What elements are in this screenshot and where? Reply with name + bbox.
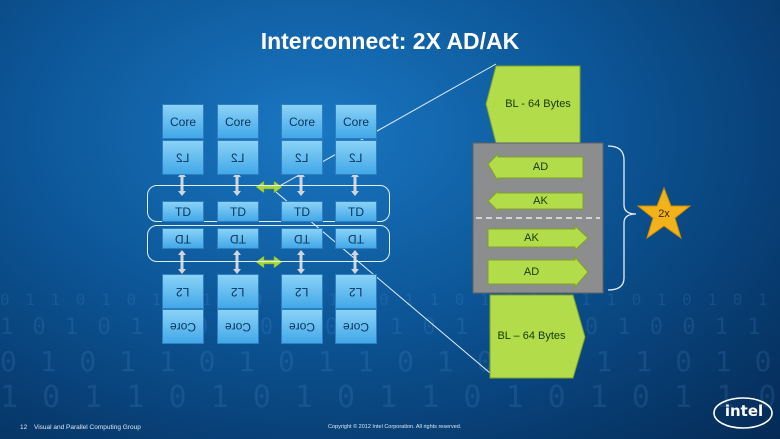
binary-background: 1 0 1 0 1 1 0 1 0 1 0 1 1 0 1 0 1 1 0 1 … [0, 315, 780, 340]
td-label: TD [348, 231, 364, 246]
core-block: Core [281, 309, 323, 344]
intel-logo: intel [724, 402, 764, 420]
star-label: 2x [658, 208, 670, 220]
td-label: TD [230, 231, 246, 246]
l2-label: L2 [349, 284, 363, 299]
core-block: Core [217, 104, 259, 139]
core-label: Core [342, 319, 369, 334]
binary-background: 0 1 0 1 1 0 1 0 1 1 0 1 0 1 0 1 1 0 1 0 … [0, 345, 780, 378]
ad-top-label: AD [532, 161, 549, 173]
l2-block: L2 [335, 140, 377, 175]
core-label: Core [224, 319, 251, 334]
td-block: TD [335, 228, 377, 249]
ak-top-arrow [487, 189, 584, 213]
l2-label: L2 [176, 150, 190, 165]
td-label: TD [294, 231, 310, 246]
l2-label: L2 [176, 284, 190, 299]
td-block: TD [281, 228, 323, 249]
ad-top-arrow [487, 152, 584, 183]
core-block: Core [162, 309, 204, 344]
bl-top-label: BL - 64 Bytes [505, 98, 571, 110]
l2-label: L2 [231, 284, 245, 299]
l2-block: L2 [162, 274, 204, 309]
core-label: Core [169, 319, 196, 334]
binary-background: 1 0 1 1 0 1 0 1 0 1 1 0 1 0 1 0 1 1 0 1 … [0, 380, 780, 415]
core-block: Core [335, 104, 377, 139]
star-icon [636, 186, 692, 240]
l2-label: L2 [295, 284, 309, 299]
ring-stop-top [147, 185, 390, 222]
l2-block: L2 [217, 140, 259, 175]
footer-group: Visual and Parallel Computing Group [34, 424, 141, 431]
ring-arrow-bottom [255, 255, 283, 269]
core-block: Core [217, 309, 259, 344]
core-label: Core [288, 319, 315, 334]
td-block: TD [217, 228, 259, 249]
l2-label: L2 [349, 150, 363, 165]
core-block: Core [281, 104, 323, 139]
ad-bottom-label: AD [523, 266, 540, 278]
page-number: 12 [20, 424, 28, 431]
l2-block: L2 [162, 140, 204, 175]
l2-block: L2 [335, 274, 377, 309]
td-block: TD [162, 201, 204, 222]
core-block: Core [162, 104, 204, 139]
intel-logo-swoosh [713, 397, 773, 429]
ak-top-label: AK [533, 195, 548, 207]
ad-bottom-arrow [487, 255, 589, 289]
ring-arrow-top [255, 180, 283, 194]
bl-bottom-block [489, 294, 586, 379]
connector-arrows-top [178, 172, 359, 196]
td-block: TD [281, 201, 323, 222]
l2-block: L2 [281, 140, 323, 175]
td-block: TD [162, 228, 204, 249]
td-block: TD [217, 201, 259, 222]
bracket [607, 145, 637, 291]
l2-block: L2 [281, 274, 323, 309]
ak-bottom-arrow [487, 224, 589, 252]
td-label: TD [175, 231, 191, 246]
footer-copyright: Copyright © 2012 Intel Corporation. All … [328, 424, 462, 430]
core-block: Core [335, 309, 377, 344]
connector-arrows-bottom [178, 250, 359, 274]
ring-stop-bottom [147, 225, 390, 262]
zoom-line-bottom [275, 191, 497, 379]
l2-block: L2 [217, 274, 259, 309]
l2-label: L2 [231, 150, 245, 165]
ak-bottom-label: AK [524, 232, 539, 244]
bl-bottom-label: BL – 64 Bytes [497, 330, 566, 342]
td-block: TD [335, 201, 377, 222]
slide-title: Interconnect: 2X AD/AK [260, 28, 520, 54]
l2-label: L2 [295, 150, 309, 165]
